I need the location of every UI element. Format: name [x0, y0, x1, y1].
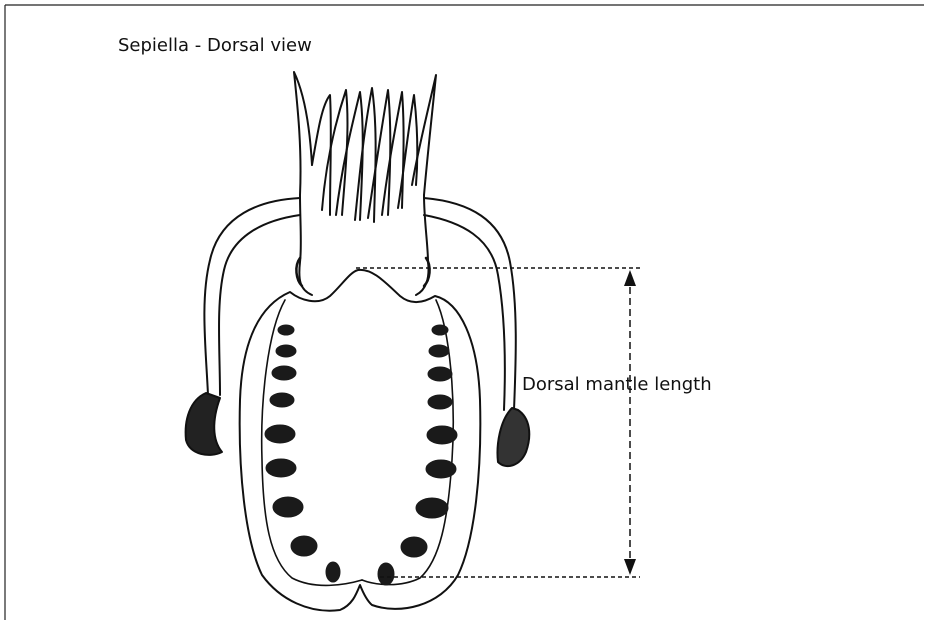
head-outline [299, 195, 428, 295]
dorsal-mantle-length-measure [356, 268, 640, 577]
dorsal-spots-right [378, 325, 457, 585]
arms [294, 72, 436, 222]
dorsal-spots-left [265, 325, 340, 582]
measure-arrow-up [624, 270, 636, 286]
measurement-label: Dorsal mantle length [522, 374, 712, 395]
left-tentacle [204, 198, 300, 395]
figure-title: Sepiella - Dorsal view [118, 35, 312, 56]
figure-border [5, 5, 924, 620]
left-tentacle-club [186, 393, 222, 455]
right-eye [424, 258, 430, 286]
sepiella-drawing [186, 72, 530, 611]
measure-arrow-down [624, 559, 636, 575]
right-tentacle-club [498, 408, 530, 466]
